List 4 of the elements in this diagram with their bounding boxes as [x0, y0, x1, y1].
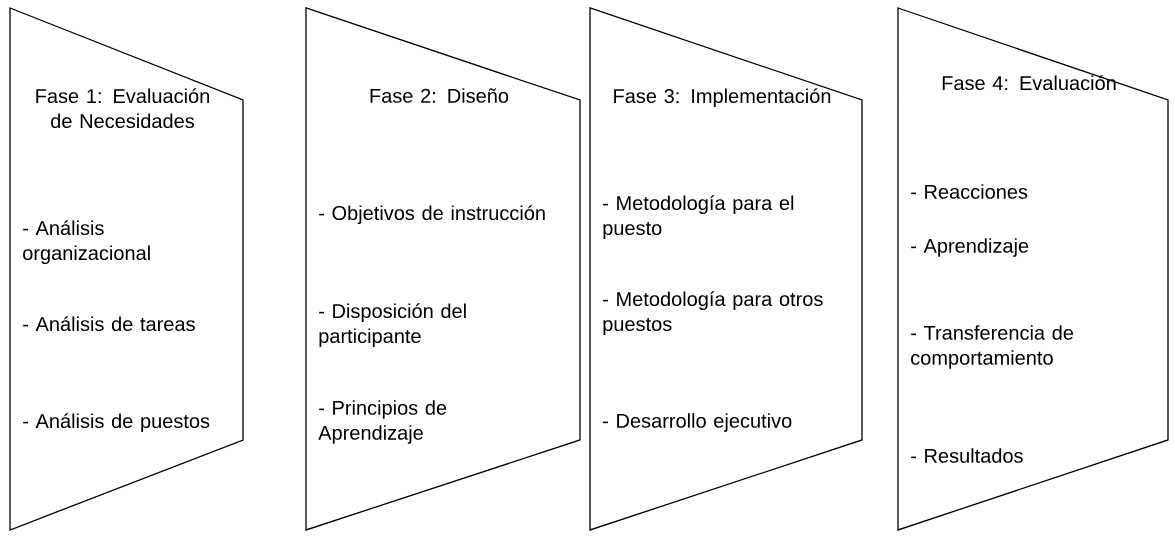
trapezoid-panel: Fase 4: Evaluación - Reacciones - Aprendizaje - Transferencia de comportamiento - Resultados [897, 7, 1169, 531]
trapezoid-panel: Fase 2: Diseño - Objetivos de instrucción - Disposición del participante - Principios de Aprendizaje [305, 7, 581, 531]
trapezoid-panel: Fase 1: Evaluación de Necesidades - Análisis organizacional - Análisis de tareas - Análisis de puestos [9, 7, 244, 531]
trapezoid-panel: Fase 3: Implementación - Metodología para el puesto - Metodología para otros puestos - Desarrollo ejecutivo [589, 7, 863, 531]
